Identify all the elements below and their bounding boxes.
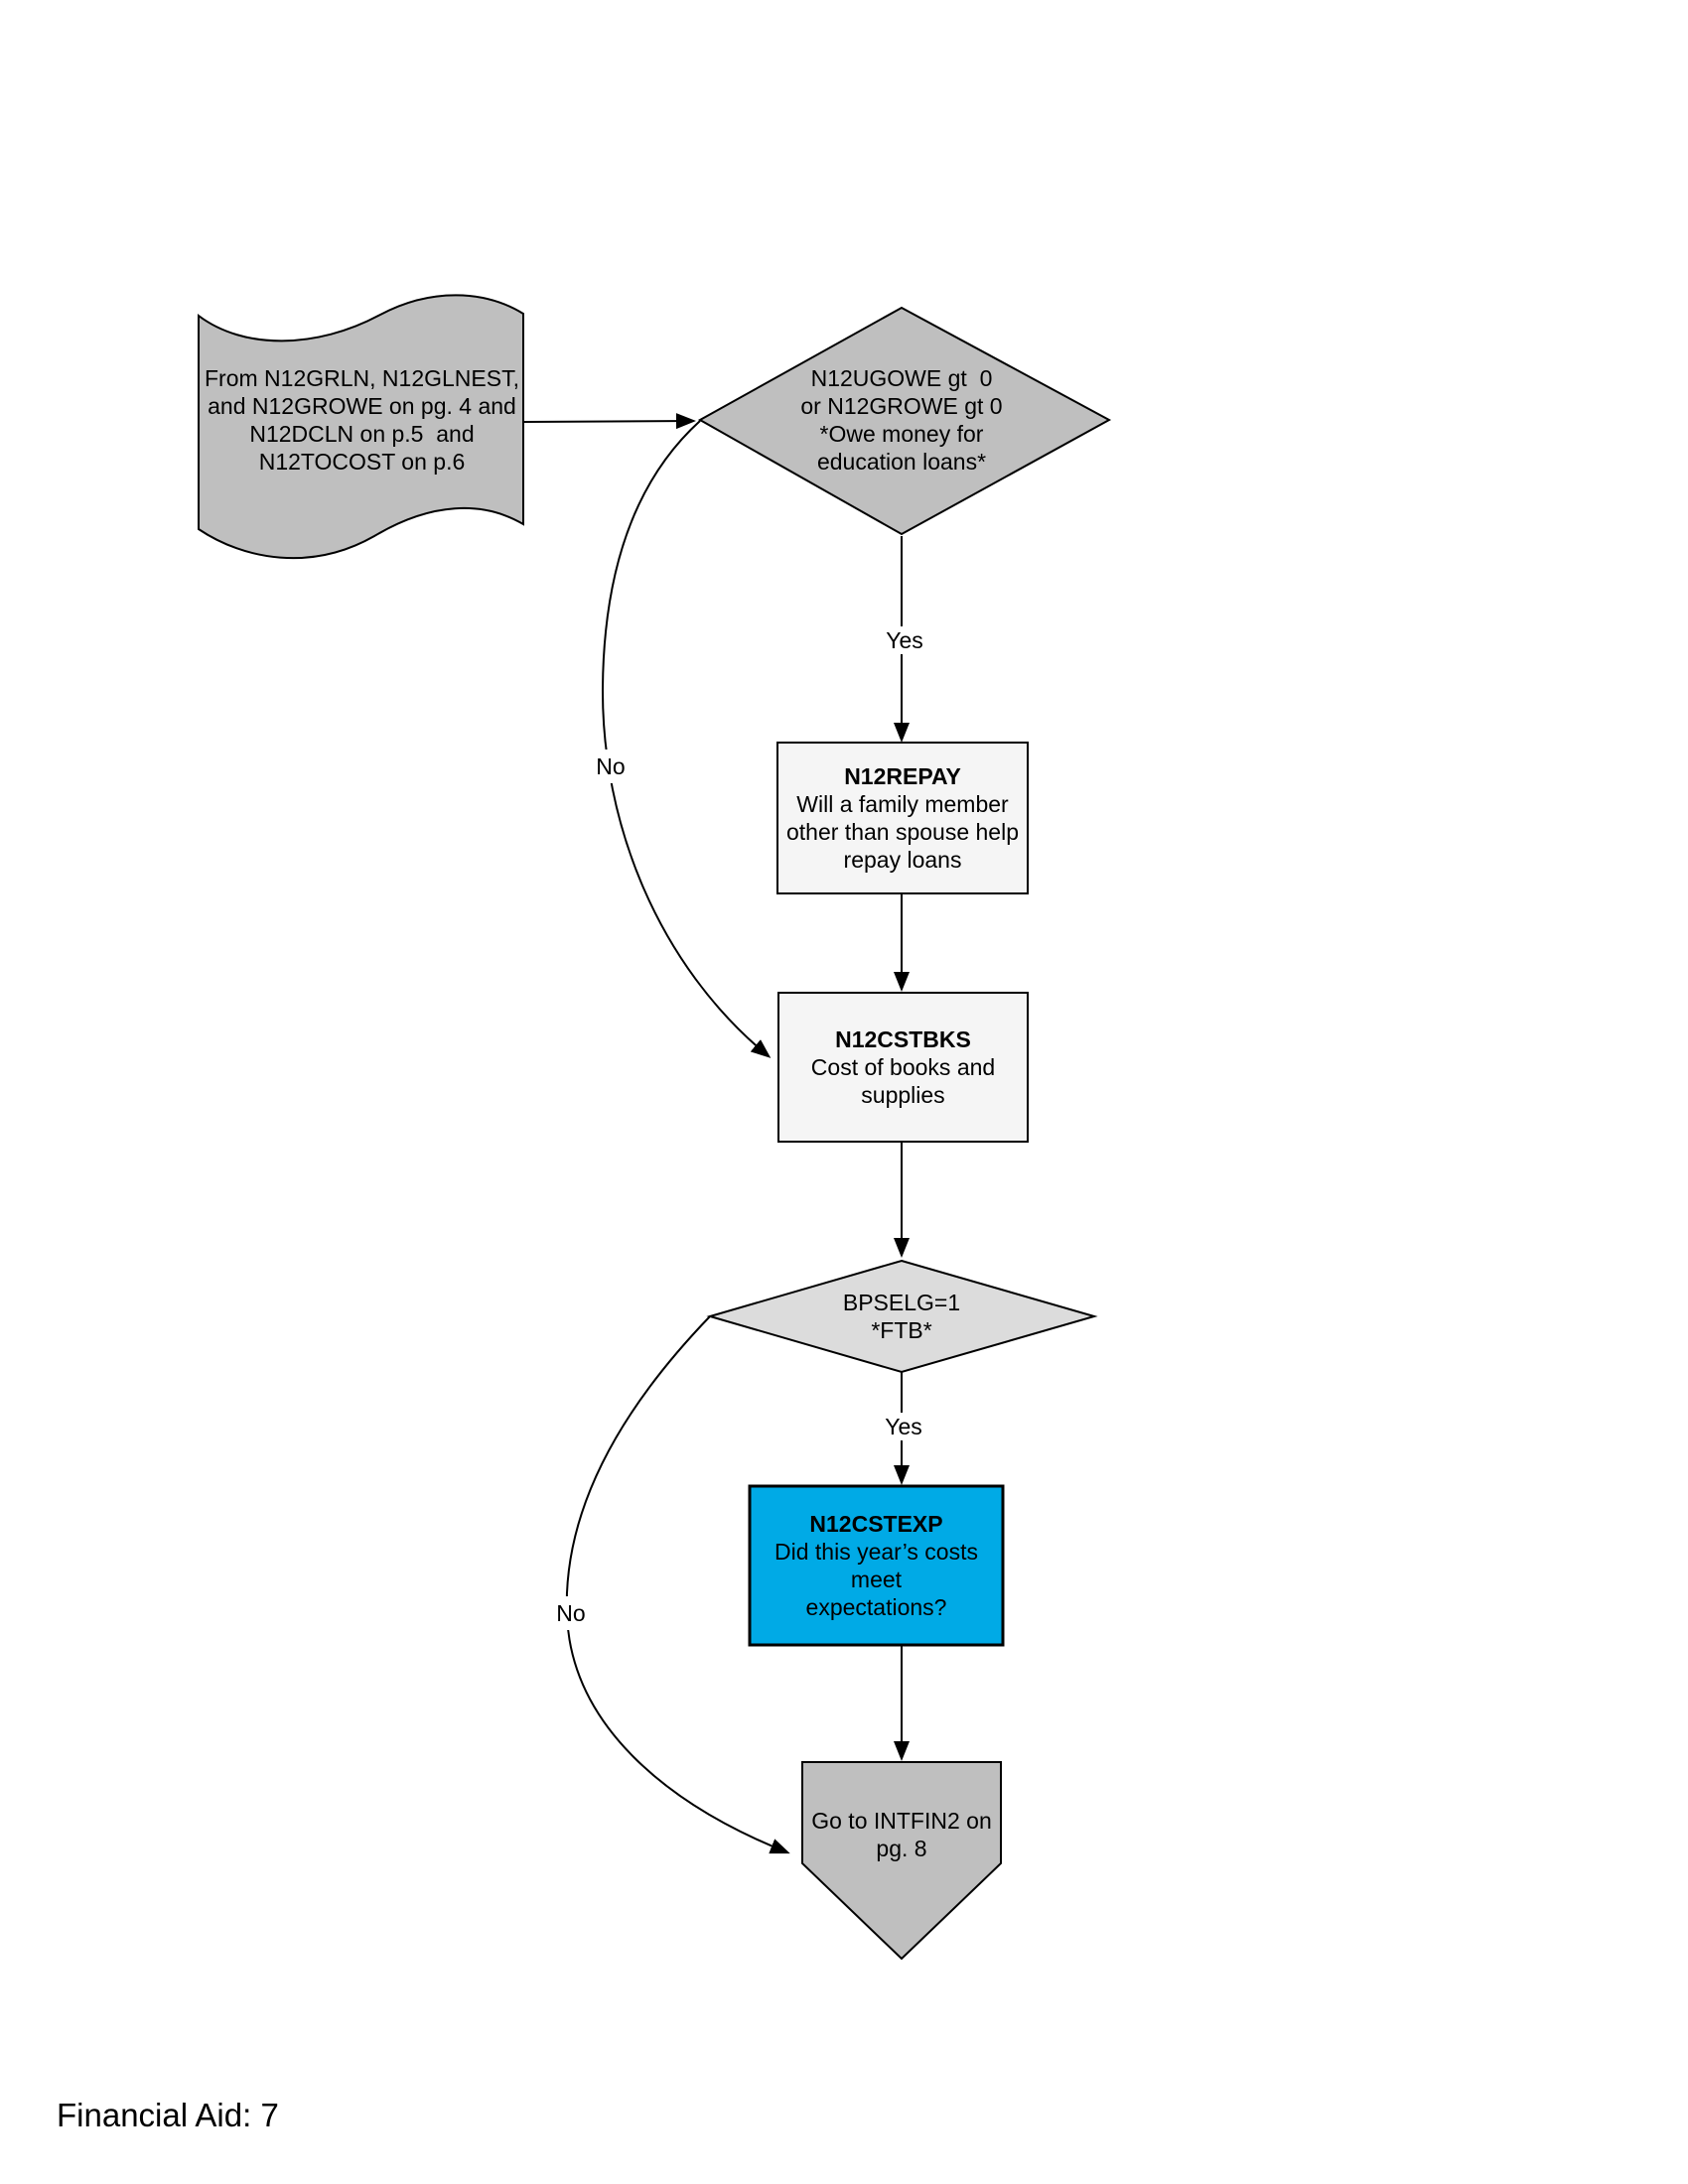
- process-cstbks-title: N12CSTBKS: [835, 1026, 971, 1052]
- process-repay-shape: [776, 742, 1029, 894]
- decision-ftb-label: BPSELG=1 *FTB*: [753, 1275, 1051, 1358]
- decision-owe-label: N12UGOWE gt 0 or N12GROWE gt 0 *Owe mone…: [728, 315, 1075, 525]
- edge-label-no-2: No: [538, 1596, 604, 1630]
- edge-label-yes-2-text: Yes: [885, 1414, 922, 1439]
- process-cstexp-title: N12CSTEXP: [809, 1511, 943, 1537]
- page-footer: Financial Aid: 7: [57, 2097, 279, 2133]
- process-repay-text: Will a family member other than spouse h…: [785, 791, 1019, 873]
- start-connector-shape: [198, 294, 524, 560]
- offpage-connector-shape: [801, 1761, 1002, 1961]
- process-repay-label: N12REPAY Will a family member other than…: [779, 745, 1026, 891]
- process-repay-title: N12REPAY: [844, 763, 961, 789]
- start-connector-label: From N12GRLN, N12GLNEST, and N12GROWE on…: [201, 314, 523, 526]
- decision-owe-shape: [697, 306, 1112, 536]
- edge-label-no-1: No: [578, 750, 643, 783]
- process-cstbks-text: Cost of books and supplies: [810, 1054, 996, 1108]
- start-connector-text: From N12GRLN, N12GLNEST, and N12GROWE on…: [205, 365, 519, 475]
- process-cstbks-label: N12CSTBKS Cost of books and supplies: [780, 995, 1026, 1140]
- edge-start-to-owe: [522, 413, 696, 430]
- edge-owe-no-curve: [601, 420, 772, 1058]
- offpage-connector-label: Go to INTFIN2 on pg. 8: [804, 1789, 999, 1880]
- process-cstexp-text: Did this year’s costs meet expectations?: [774, 1539, 978, 1620]
- edge-label-yes-2: Yes: [871, 1413, 936, 1440]
- process-cstexp-label: N12CSTEXP Did this year’s costs meet exp…: [752, 1488, 1001, 1643]
- edge-label-yes-1-text: Yes: [886, 627, 923, 653]
- offpage-connector-text: Go to INTFIN2 on pg. 8: [811, 1808, 992, 1861]
- decision-owe-text: N12UGOWE gt 0 or N12GROWE gt 0 *Owe mone…: [800, 365, 1003, 475]
- decision-ftb-text: BPSELG=1 *FTB*: [842, 1290, 961, 1343]
- edge-label-no-2-text: No: [556, 1600, 586, 1626]
- edge-label-no-1-text: No: [596, 753, 626, 779]
- process-cstexp-shape: [748, 1484, 1005, 1647]
- edge-label-yes-1: Yes: [872, 626, 937, 654]
- process-cstbks-shape: [777, 992, 1029, 1143]
